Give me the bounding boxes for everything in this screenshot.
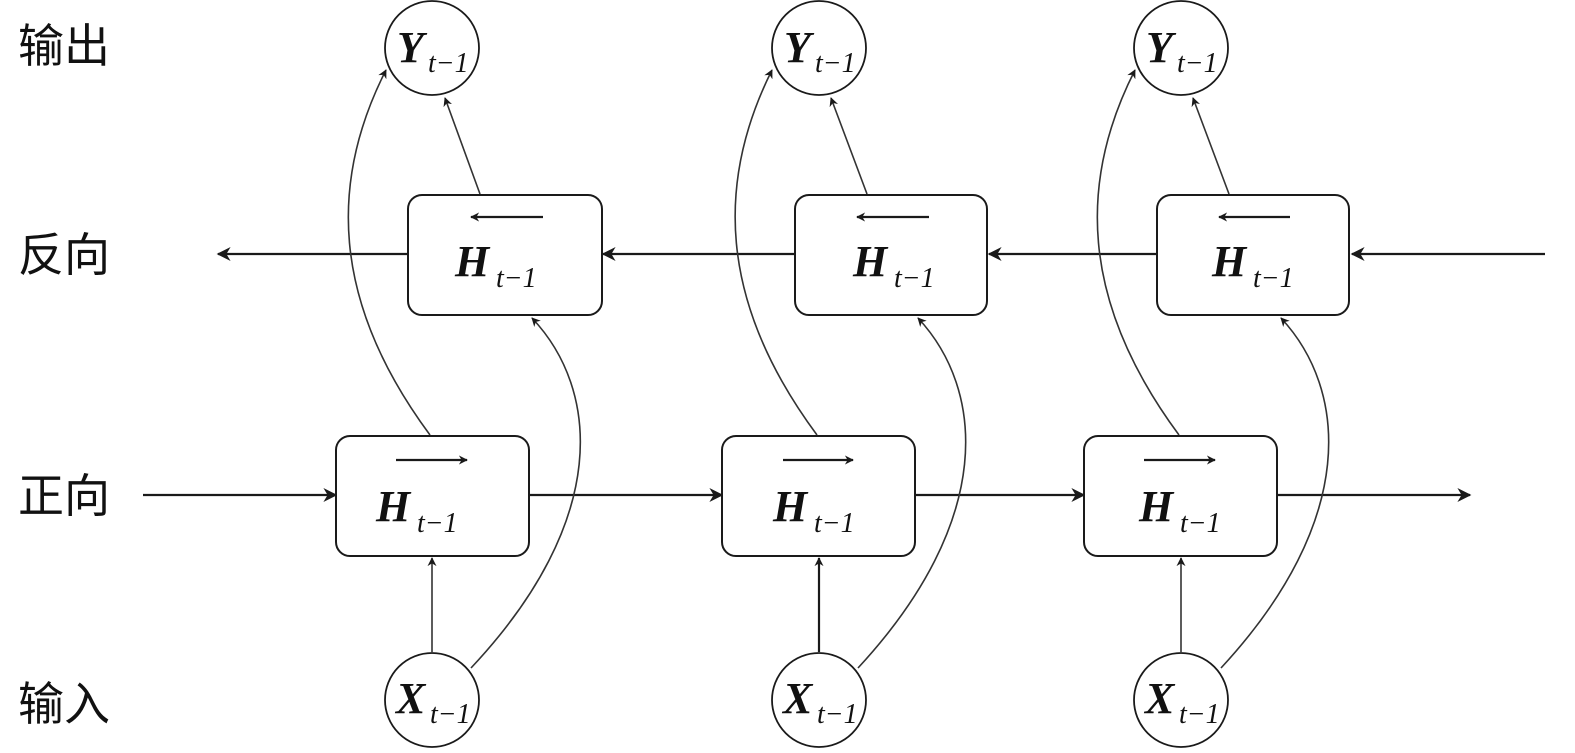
output-node-3-subscript: t−1 [1177,48,1218,79]
edge-forward-to-output-3 [1096,69,1180,436]
input-node-2 [771,652,867,748]
input-node-1-subscript: t−1 [430,699,471,730]
forward-cell-2-subscript: t−1 [814,508,855,539]
edge-forward-to-output-1 [347,69,431,436]
edge-forward-to-output-2 [734,69,818,436]
edge-input-to-backward-2 [857,317,967,669]
forward-cell-2 [721,435,916,557]
backward-cell-2-symbol: H [852,237,889,286]
time-step-3: H t−1 H t−1 Y t−1 X t−1 [1083,0,1350,748]
output-node-2-symbol: Y [784,23,815,72]
input-node-3-symbol: X [1143,674,1176,723]
output-node-2 [771,0,867,96]
input-node-1 [384,652,480,748]
forward-cell-2-symbol: H [772,482,809,531]
backward-cell-1 [407,194,603,316]
edge-backward-to-output-3 [1191,97,1230,195]
backward-cell-1-symbol: H [454,237,491,286]
edge-backward-to-output-1 [443,97,481,195]
row-label-output: 输出 [18,19,110,73]
input-node-3 [1133,652,1229,748]
forward-cell-3-subscript: t−1 [1180,508,1221,539]
backward-cell-3 [1156,194,1350,316]
row-label-input: 输入 [18,677,110,731]
row-label-backward: 反向 [18,228,110,282]
output-node-1 [384,0,480,96]
forward-cell-1-symbol: H [375,482,412,531]
backward-cell-3-symbol: H [1211,237,1248,286]
forward-cell-1 [335,435,530,557]
edge-input-to-backward-1 [470,317,582,669]
time-step-2: H t−1 H t−1 Y t−1 X t−1 [721,0,988,748]
forward-cell-3-symbol: H [1138,482,1175,531]
input-node-3-subscript: t−1 [1179,699,1220,730]
input-node-2-subscript: t−1 [817,699,858,730]
output-node-2-subscript: t−1 [815,48,856,79]
output-node-1-symbol: Y [397,23,428,72]
output-node-3 [1133,0,1229,96]
edge-backward-to-output-2 [829,97,868,195]
backward-cell-3-subscript: t−1 [1253,263,1294,294]
backward-cell-2-subscript: t−1 [894,263,935,294]
row-label-forward: 正向 [18,469,110,523]
forward-cell-3 [1083,435,1278,557]
backward-cell-2 [794,194,988,316]
backward-cell-1-subscript: t−1 [496,263,537,294]
forward-cell-1-subscript: t−1 [417,508,458,539]
input-node-1-symbol: X [394,674,427,723]
output-node-1-subscript: t−1 [428,48,469,79]
edge-input-to-backward-3 [1220,317,1330,669]
input-node-2-symbol: X [781,674,814,723]
output-node-3-symbol: Y [1146,23,1177,72]
time-step-1: H t−1 H t−1 Y t−1 X t−1 [335,0,603,748]
